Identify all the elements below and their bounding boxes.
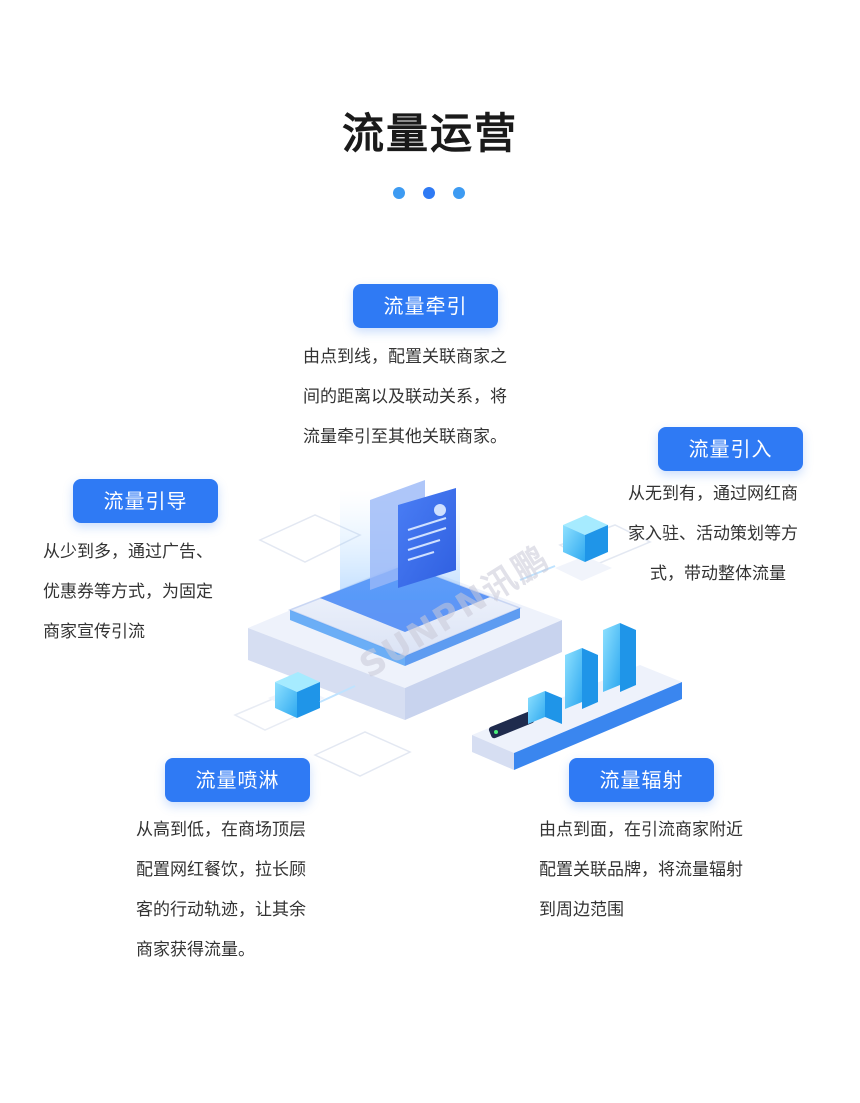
- card-lines-icon: [407, 517, 447, 561]
- desc-line: 配置网红餐饮，拉长顾: [136, 860, 306, 880]
- desc-line: 优惠券等方式，为固定: [43, 582, 213, 602]
- right-cube-top: [563, 515, 608, 535]
- desc-traffic-introduction: 从无到有，通过网红商 家入驻、活动策划等方 式，带动整体流量: [628, 474, 798, 594]
- bar-1: [528, 691, 545, 724]
- desc-line: 由点到面，在引流商家附近: [539, 820, 743, 840]
- right-cube-right: [585, 525, 608, 562]
- desc-line: 家入驻、活动策划等方: [628, 524, 798, 544]
- bar-platform-left: [472, 735, 514, 770]
- desc-traffic-radiation: 由点到面，在引流商家附近 配置关联品牌，将流量辐射 到周边范围: [539, 810, 743, 930]
- desc-line: 从高到低，在商场顶层: [136, 820, 306, 840]
- desc-line: 商家获得流量。: [136, 940, 255, 960]
- bar-2-side: [582, 648, 598, 709]
- main-platform-left: [248, 628, 405, 720]
- connector-left: [319, 685, 356, 703]
- right-cube-left: [563, 525, 585, 562]
- desc-line: 从少到多，通过广告、: [43, 542, 213, 562]
- dot-right: [453, 187, 465, 199]
- isometric-illustration: [233, 480, 682, 777]
- desc-line: 配置关联品牌，将流量辐射: [539, 860, 743, 880]
- left-cube-top: [275, 672, 320, 692]
- bar-2: [565, 648, 582, 709]
- bar-1-side: [545, 691, 562, 724]
- label-traffic-guidance: 流量引导: [73, 479, 218, 523]
- inner-platform-edge-right: [405, 608, 520, 666]
- page-title: 流量运营: [341, 109, 518, 158]
- desc-traffic-traction: 由点到线，配置关联商家之 间的距离以及联动关系，将 流量牵引至其他关联商家。: [303, 337, 507, 457]
- bar-platform-right: [514, 682, 682, 770]
- label-traffic-introduction: 流量引入: [658, 427, 803, 471]
- left-cube-left: [275, 682, 297, 718]
- desc-line: 到周边范围: [539, 900, 624, 920]
- right-cube-base: [555, 556, 612, 581]
- server-panel: [488, 711, 535, 739]
- avatar-icon: [434, 504, 446, 516]
- desc-line: 式，带动整体流量: [650, 564, 786, 584]
- desc-line: 流量牵引至其他关联商家。: [303, 427, 507, 447]
- bar-3: [603, 623, 620, 692]
- inner-platform-edge-left: [290, 610, 405, 666]
- connector-right: [519, 565, 556, 581]
- left-cube-right: [297, 682, 320, 718]
- desc-line: 间的距离以及联动关系，将: [303, 387, 507, 407]
- desc-line: 由点到线，配置关联商家之: [303, 347, 507, 367]
- desc-traffic-sprinkling: 从高到低，在商场顶层 配置网红餐饮，拉长顾 客的行动轨迹，让其余 商家获得流量。: [136, 810, 306, 970]
- bar-3-side: [620, 623, 636, 692]
- desc-traffic-guidance: 从少到多，通过广告、 优惠券等方式，为固定 商家宣传引流: [43, 532, 213, 652]
- desc-line: 商家宣传引流: [43, 622, 145, 642]
- main-platform-right: [405, 620, 562, 720]
- desc-line: 客的行动轨迹，让其余: [136, 900, 306, 920]
- outline-tile-2: [313, 731, 412, 777]
- label-traffic-traction: 流量牵引: [353, 284, 498, 328]
- desc-line: 从无到有，通过网红商: [628, 484, 798, 504]
- dot-middle: [423, 187, 435, 199]
- label-traffic-radiation: 流量辐射: [569, 758, 714, 802]
- status-led: [494, 730, 498, 734]
- dot-left: [393, 187, 405, 199]
- label-traffic-sprinkling: 流量喷淋: [165, 758, 310, 802]
